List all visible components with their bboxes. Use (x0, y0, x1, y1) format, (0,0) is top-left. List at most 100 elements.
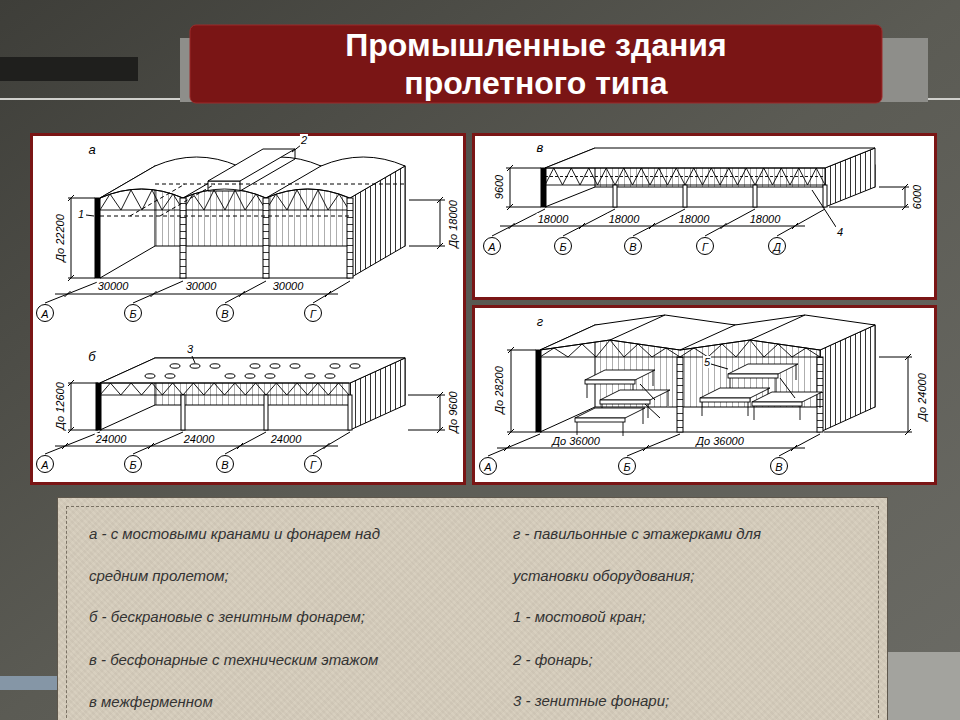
drawing-panel-part (474, 135, 936, 299)
dimension-label: До 12600 (54, 381, 66, 431)
building-a-part (180, 198, 186, 278)
drawing-label: До 36000 (695, 435, 745, 447)
axis-marker: Б (124, 455, 142, 473)
axis-letter: В (221, 308, 228, 320)
dimension-label: До 28200 (493, 365, 505, 415)
building-g (488, 315, 912, 456)
building-v-part (755, 168, 825, 185)
building-b-part-part (145, 374, 155, 378)
building-g-part (536, 350, 541, 432)
building-v (492, 148, 909, 236)
building-g-part (640, 378, 795, 418)
building-b-part-part (325, 374, 335, 378)
drawing-label: 24000 (95, 433, 128, 445)
caption-box: а - с мостовыми кранами и фонарем над ср… (57, 497, 888, 720)
building-a-part (183, 189, 266, 210)
axis-marker: Г (304, 455, 322, 473)
building-b-part-part (245, 374, 255, 378)
drawing-label: 5 (703, 356, 711, 368)
axis-letter: В (221, 459, 228, 471)
building-b-part (181, 395, 185, 430)
building-v-part (685, 168, 755, 185)
axis-letter: Г (702, 241, 708, 253)
building-b (45, 356, 445, 454)
building-b-part (68, 380, 98, 433)
drawing-panel (32, 135, 936, 484)
building-g-part (824, 354, 912, 435)
building-b-part-part (210, 364, 220, 368)
axis-letter: Д (773, 241, 781, 253)
building-v-part (753, 185, 757, 207)
building-b-part-part (350, 364, 360, 368)
slide-background-part (0, 676, 57, 690)
axis-letter: А (41, 308, 48, 320)
axis-marker: В (216, 304, 234, 322)
dimension-label: До 22200 (54, 213, 66, 263)
axis-letter: А (488, 241, 495, 253)
building-a-part (100, 189, 183, 210)
drawing-label: в (536, 142, 545, 154)
building-b-part (100, 383, 183, 395)
dimension-label: До 24000 (916, 372, 928, 422)
drawing-label: г (536, 316, 544, 328)
drawing-label: 18000 (608, 213, 641, 225)
building-a-part (45, 281, 350, 303)
drawing-label: 24000 (183, 433, 216, 445)
building-b-part (408, 392, 445, 433)
building-b-part-part (170, 364, 180, 368)
slide-background-part (190, 25, 882, 103)
building-b-part-part (270, 364, 280, 368)
axis-letter: Г (310, 308, 316, 320)
axis-marker: А (36, 455, 54, 473)
building-b-part-part (330, 364, 340, 368)
building-g-part (680, 340, 820, 357)
axis-marker: Б (618, 457, 636, 475)
building-b-part (348, 395, 352, 430)
axis-marker: Б (124, 304, 142, 322)
building-g-part (540, 315, 875, 350)
axis-marker: В (216, 455, 234, 473)
building-g-part (575, 408, 645, 436)
building-v-part (615, 168, 685, 185)
building-b-part-part (250, 364, 260, 368)
axis-letter: А (41, 459, 48, 471)
drawing-label: 1 (77, 208, 85, 220)
caption-text: б - бескрановые с зенитным фонарем; (89, 596, 469, 638)
building-a-part (266, 189, 349, 210)
building-v-part (492, 209, 825, 236)
building-v-part (541, 168, 546, 207)
building-v-part (829, 184, 909, 210)
drawing-label: 4 (836, 226, 844, 238)
building-b-part (192, 356, 195, 363)
building-b-part (145, 364, 360, 378)
slide-background-part (888, 652, 960, 720)
drawing-label: а (87, 144, 96, 156)
building-b-part (183, 383, 266, 395)
drawing-label: б (87, 351, 96, 363)
dimension-label: До 18000 (447, 199, 459, 249)
axis-marker: Б (554, 237, 572, 255)
building-b-part (45, 432, 350, 454)
building-a-part (292, 145, 301, 152)
drawing-label: 18000 (678, 213, 711, 225)
slide-background-part (0, 57, 138, 81)
building-b-part (96, 383, 101, 430)
building-v-part (506, 165, 541, 210)
caption-text: 2 - фонарь; (513, 639, 853, 681)
building-a-part (100, 184, 405, 216)
caption-text: 1 - мостовой кран; (513, 596, 853, 638)
drawing-panel-part (474, 307, 936, 484)
building-b-part-part (190, 364, 200, 368)
axis-letter: Б (129, 459, 136, 471)
building-g-part (507, 347, 536, 435)
drawing-label: 24000 (270, 433, 303, 445)
building-v-part (545, 148, 875, 168)
building-g-part (504, 445, 797, 451)
building-a (45, 145, 445, 303)
axis-marker: А (483, 237, 501, 255)
drawing-label: 3 (186, 343, 194, 355)
drawing-label: 18000 (537, 213, 570, 225)
drawing-label: 30000 (97, 280, 130, 292)
building-b-part-part (225, 374, 235, 378)
